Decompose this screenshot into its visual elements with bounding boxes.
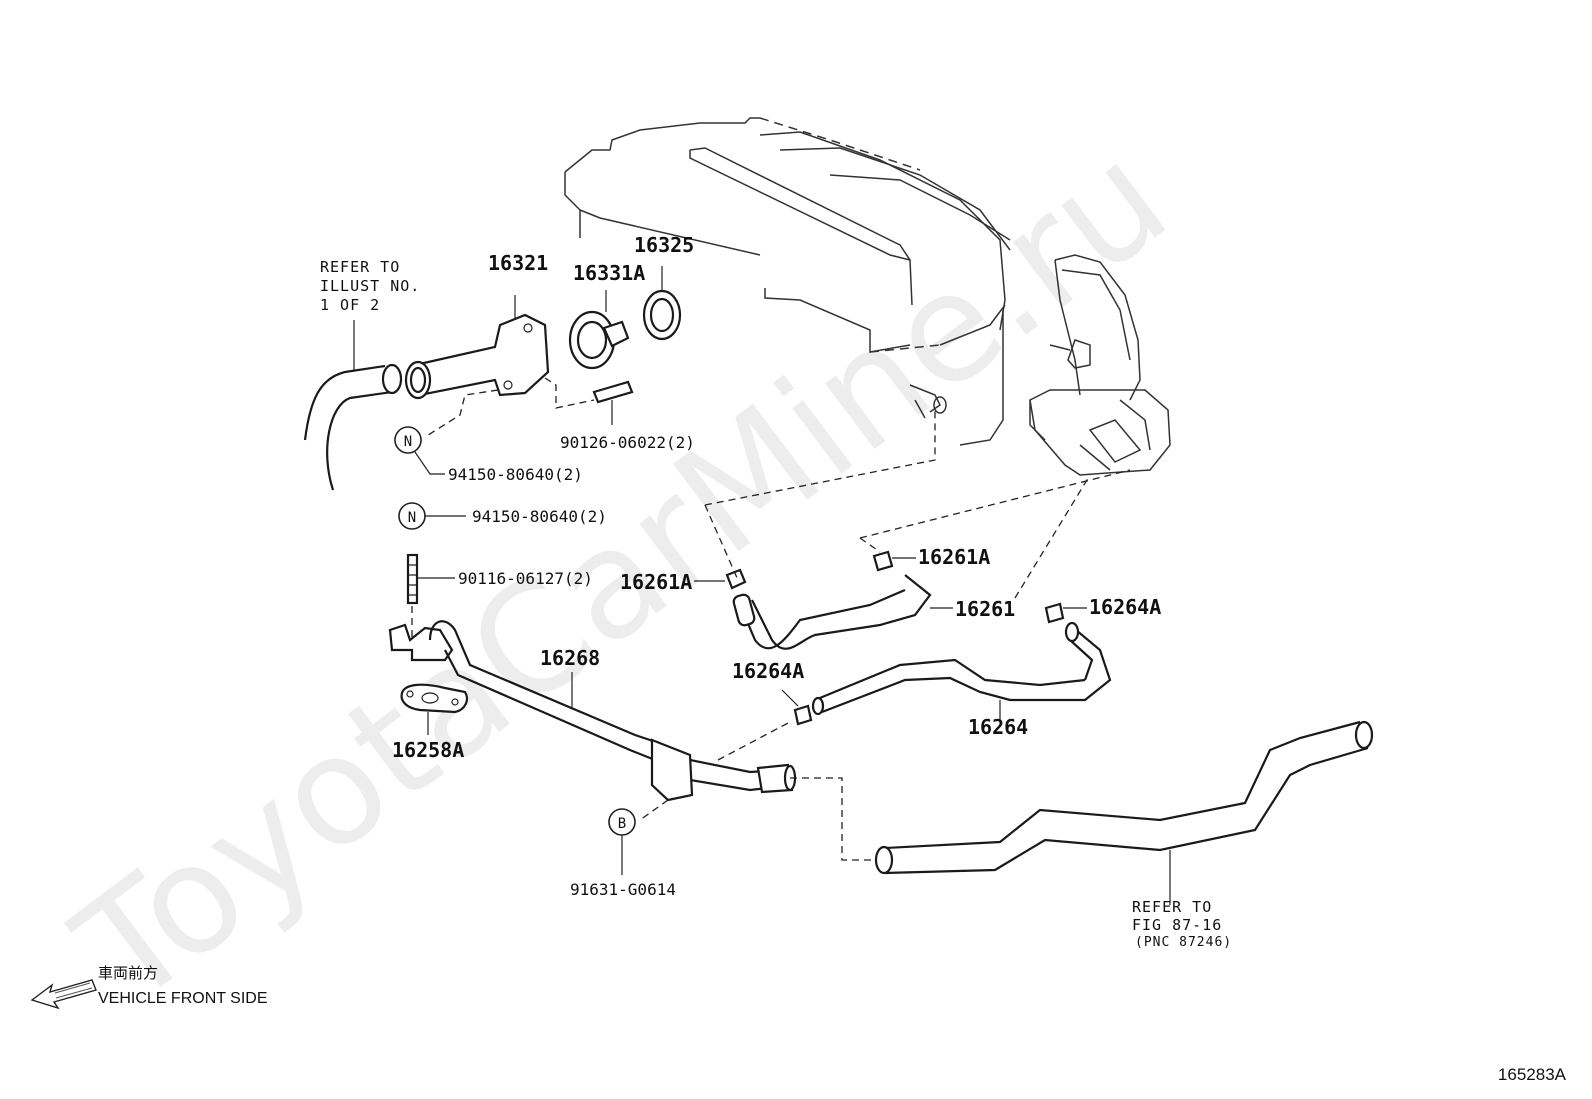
label-16264: 16264 [968, 715, 1028, 739]
note-line: REFER TO [1132, 898, 1212, 916]
clamp-16264A-right [1044, 602, 1087, 624]
label-90116-06127: 90116-06127(2) [458, 569, 593, 588]
hose-ref-illust [303, 320, 403, 491]
engine-outline [564, 117, 1011, 446]
label-91631-G0614: 91631-G0614 [570, 880, 676, 899]
throttle-body [1029, 254, 1171, 476]
label-16331A: 16331A [573, 261, 645, 285]
leader-pipe-hose [717, 721, 791, 761]
water-inlet-16321 [404, 295, 550, 400]
label-16261: 16261 [955, 597, 1015, 621]
nut-badge-top: N [394, 426, 445, 475]
hose-16264 [811, 621, 1112, 720]
gasket-16325 [642, 266, 682, 341]
note-line: REFER TO [320, 258, 400, 276]
leader-hose-16261-a [704, 410, 936, 506]
label-90126-06022: 90126-06022(2) [560, 433, 695, 452]
note-line: ILLUST NO. [320, 277, 420, 295]
stud-90116 [406, 553, 455, 640]
clamp-16261A-right [872, 550, 916, 572]
bolt-badge-label: B [618, 816, 626, 832]
figure-id: 165283A [1498, 1065, 1567, 1084]
water-pipe-16268 [388, 620, 797, 802]
leader-inlet-nut [424, 389, 499, 438]
direction-jp: 車両前方 [98, 965, 158, 982]
leader-hose-16264 [1014, 474, 1091, 599]
clamp-16264A-left [781, 689, 813, 726]
arrow-left-icon [30, 979, 97, 1010]
hose-16261 [732, 574, 953, 650]
vehicle-front-indicator: 車両前方 VEHICLE FRONT SIDE [30, 965, 268, 1010]
label-94150-80640-top: 94150-80640(2) [448, 465, 583, 484]
nut-badge-label: N [404, 434, 412, 450]
stud-90126 [592, 380, 634, 425]
label-16321: 16321 [488, 251, 548, 275]
label-16261A-right: 16261A [918, 545, 990, 569]
gasket-16258A [400, 683, 469, 735]
label-16264A-right: 16264A [1089, 595, 1161, 619]
note-refer-fig: REFER TO FIG 87-16 (PNC 87246) [1132, 898, 1232, 950]
note-line: (PNC 87246) [1135, 935, 1232, 950]
leader-hose-16261-d [859, 537, 881, 553]
bolt-91631: B [608, 799, 669, 875]
note-line: 1 OF 2 [320, 296, 380, 314]
hose-ref-fig [790, 720, 1374, 905]
label-16258A: 16258A [392, 738, 464, 762]
note-line: FIG 87-16 [1132, 916, 1222, 934]
direction-en: VEHICLE FRONT SIDE [98, 990, 268, 1007]
leader-hose-16261-c [859, 469, 1131, 539]
label-16268: 16268 [540, 646, 600, 670]
leader-inlet-stud [544, 377, 595, 409]
label-16261A-left: 16261A [620, 570, 692, 594]
label-16264A-left: 16264A [732, 659, 804, 683]
label-94150-80640-mid: 94150-80640(2) [472, 507, 607, 526]
leader-hose-16261-b [704, 504, 739, 581]
thermostat-16331A [568, 290, 630, 370]
note-refer-illust: REFER TO ILLUST NO. 1 OF 2 [320, 258, 420, 314]
label-16325: 16325 [634, 233, 694, 257]
nut-badge-mid: N [398, 502, 466, 530]
clamp-16261A-left [694, 568, 747, 590]
nut-badge-label: N [408, 510, 416, 526]
